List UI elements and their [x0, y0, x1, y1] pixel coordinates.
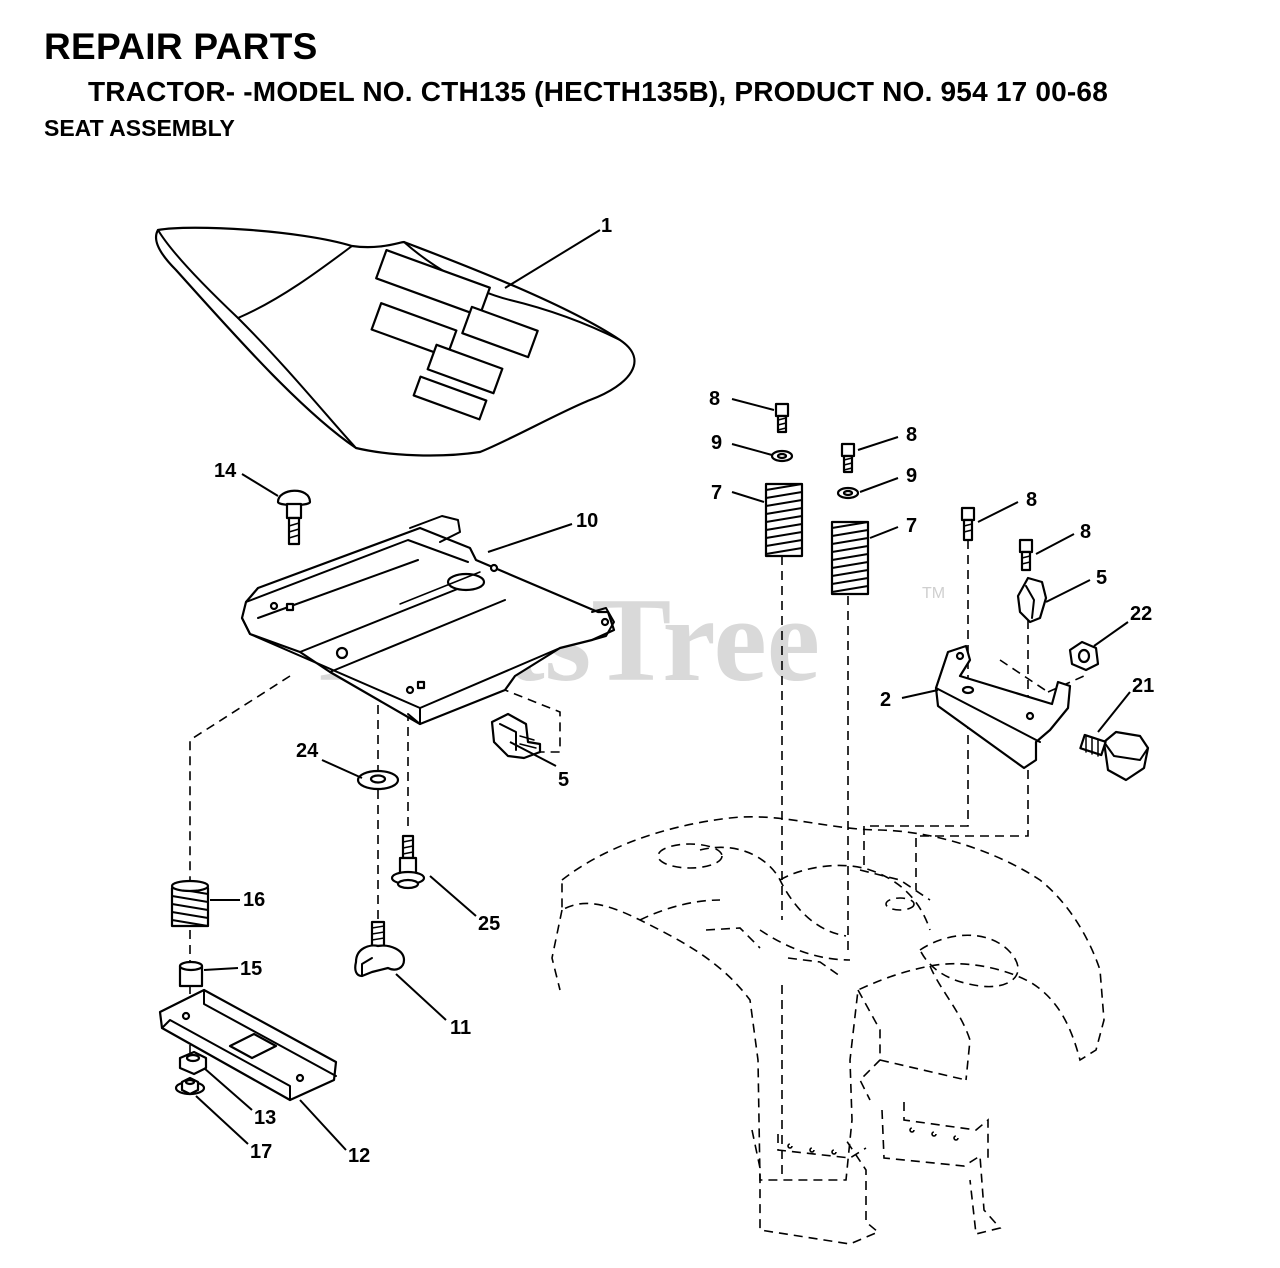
- callout-8: 8: [906, 424, 917, 446]
- callout-12: 12: [348, 1145, 370, 1167]
- callout-5: 5: [558, 769, 569, 791]
- section-title: SEAT ASSEMBLY: [44, 115, 235, 141]
- callout-9: 9: [906, 465, 917, 487]
- callout-5: 5: [1096, 567, 1107, 589]
- callout-7: 7: [711, 482, 722, 504]
- callout-14: 14: [214, 460, 237, 482]
- bolt-left: [774, 402, 790, 434]
- hex-nut: [178, 1050, 208, 1076]
- callout-11: 11: [450, 1017, 471, 1039]
- seat-spring-left: [764, 482, 804, 558]
- spacer: [178, 960, 204, 988]
- callout-25: 25: [478, 913, 500, 935]
- callout-22: 22: [1130, 603, 1152, 625]
- adjusting-knob-bolt: [1079, 730, 1150, 782]
- bracket-screw-a: [960, 506, 976, 542]
- frame-rails: [751, 1102, 1002, 1245]
- washer-left: [770, 449, 794, 463]
- adjust-knob: [354, 920, 406, 978]
- callout-2: 2: [880, 689, 891, 711]
- lock-nut: [1068, 640, 1100, 672]
- callout-10: 10: [576, 510, 598, 532]
- switch-bracket: [934, 644, 1072, 770]
- seat-spring-right: [830, 520, 870, 596]
- flange-nut: [174, 1076, 206, 1096]
- bracket-screw-b: [1018, 538, 1034, 572]
- washer-right: [836, 486, 860, 500]
- callout-8: 8: [1080, 521, 1091, 543]
- page-title: REPAIR PARTS: [44, 26, 318, 67]
- flat-washer: [356, 769, 400, 791]
- callout-16: 16: [243, 889, 265, 911]
- callout-15: 15: [240, 958, 262, 980]
- bolt-right: [840, 442, 856, 474]
- callout-8: 8: [1026, 489, 1037, 511]
- seat-cushion: [154, 226, 636, 457]
- callout-8: 8: [709, 388, 720, 410]
- callout-21: 21: [1132, 675, 1154, 697]
- callout-labels: 1 8 9 7 8 9 7 8 8 5 22 2 21 14 10 5 24 2…: [214, 215, 1154, 1167]
- seat-switch-right: [1016, 576, 1048, 624]
- callout-7: 7: [906, 515, 917, 537]
- svg-text:TM: TM: [922, 585, 945, 602]
- callout-9: 9: [711, 432, 722, 454]
- compression-spring: [170, 879, 210, 928]
- seat-pan: [240, 515, 616, 726]
- carriage-bolt: [276, 489, 312, 546]
- callout-13: 13: [254, 1107, 276, 1129]
- fender: [551, 815, 1105, 1181]
- model-subtitle: TRACTOR- -MODEL NO. CTH135 (HECTH135B), …: [88, 76, 1108, 107]
- callout-24: 24: [296, 740, 319, 762]
- slide-rail-plate: [158, 988, 338, 1102]
- leader-lines: [195, 229, 1131, 1151]
- callout-1: 1: [601, 215, 612, 237]
- shoulder-bolt: [390, 834, 426, 890]
- seat-switch-left: [490, 712, 542, 760]
- callout-17: 17: [250, 1141, 272, 1163]
